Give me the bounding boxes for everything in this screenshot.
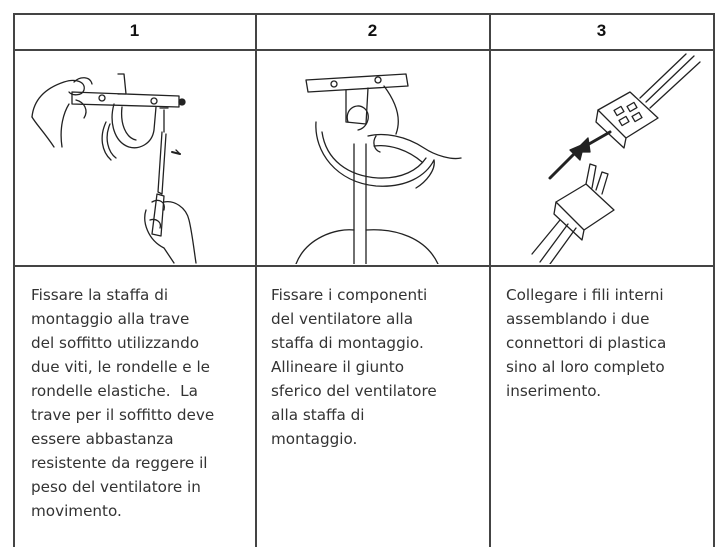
text-line: connettori di plastica: [506, 334, 667, 352]
text-line: montaggio.: [271, 430, 358, 448]
text-line: rondelle elastiche. La: [31, 382, 198, 400]
step-text-2: Fissare i componenti del ventilatore all…: [271, 283, 485, 451]
step-number-2: 2: [367, 21, 378, 40]
step-number-3: 3: [596, 21, 607, 40]
text-line: resistente da reggere il: [31, 454, 208, 472]
text-line: staffa di montaggio.: [271, 334, 424, 352]
text-line: del soffitto utilizzando: [31, 334, 199, 352]
text-line: Fissare la staffa di: [31, 286, 169, 304]
text-line: Allineare il giunto: [271, 358, 405, 376]
text-line: alla staffa di: [271, 406, 365, 424]
table-right-border: [713, 13, 715, 547]
illustration-step-2: [256, 52, 489, 265]
text-line: movimento.: [31, 502, 122, 520]
text-line: assemblando i due: [506, 310, 650, 328]
text-line: sino al loro completo: [506, 358, 665, 376]
image-divider: [13, 265, 714, 267]
table-left-border: [13, 13, 15, 547]
column-divider-2: [489, 13, 491, 547]
text-line: del ventilatore alla: [271, 310, 414, 328]
step-number-1: 1: [129, 21, 140, 40]
text-line: inserimento.: [506, 382, 602, 400]
text-line: sferico del ventilatore: [271, 382, 437, 400]
text-line: Fissare i componenti: [271, 286, 428, 304]
illustration-step-3: [490, 52, 713, 265]
step-text-1: Fissare la staffa di montaggio alla trav…: [31, 283, 253, 523]
table-top-border: [13, 13, 714, 15]
illustration-step-1: [14, 52, 255, 264]
text-line: peso del ventilatore in: [31, 478, 201, 496]
step-text-3: Collegare i fili interni assemblando i d…: [506, 283, 710, 403]
column-divider-1: [255, 13, 257, 547]
text-line: trave per il soffitto deve: [31, 406, 215, 424]
text-line: montaggio alla trave: [31, 310, 190, 328]
text-line: due viti, le rondelle e le: [31, 358, 211, 376]
text-line: Collegare i fili interni: [506, 286, 664, 304]
text-line: essere abbastanza: [31, 430, 174, 448]
header-divider: [13, 49, 714, 51]
